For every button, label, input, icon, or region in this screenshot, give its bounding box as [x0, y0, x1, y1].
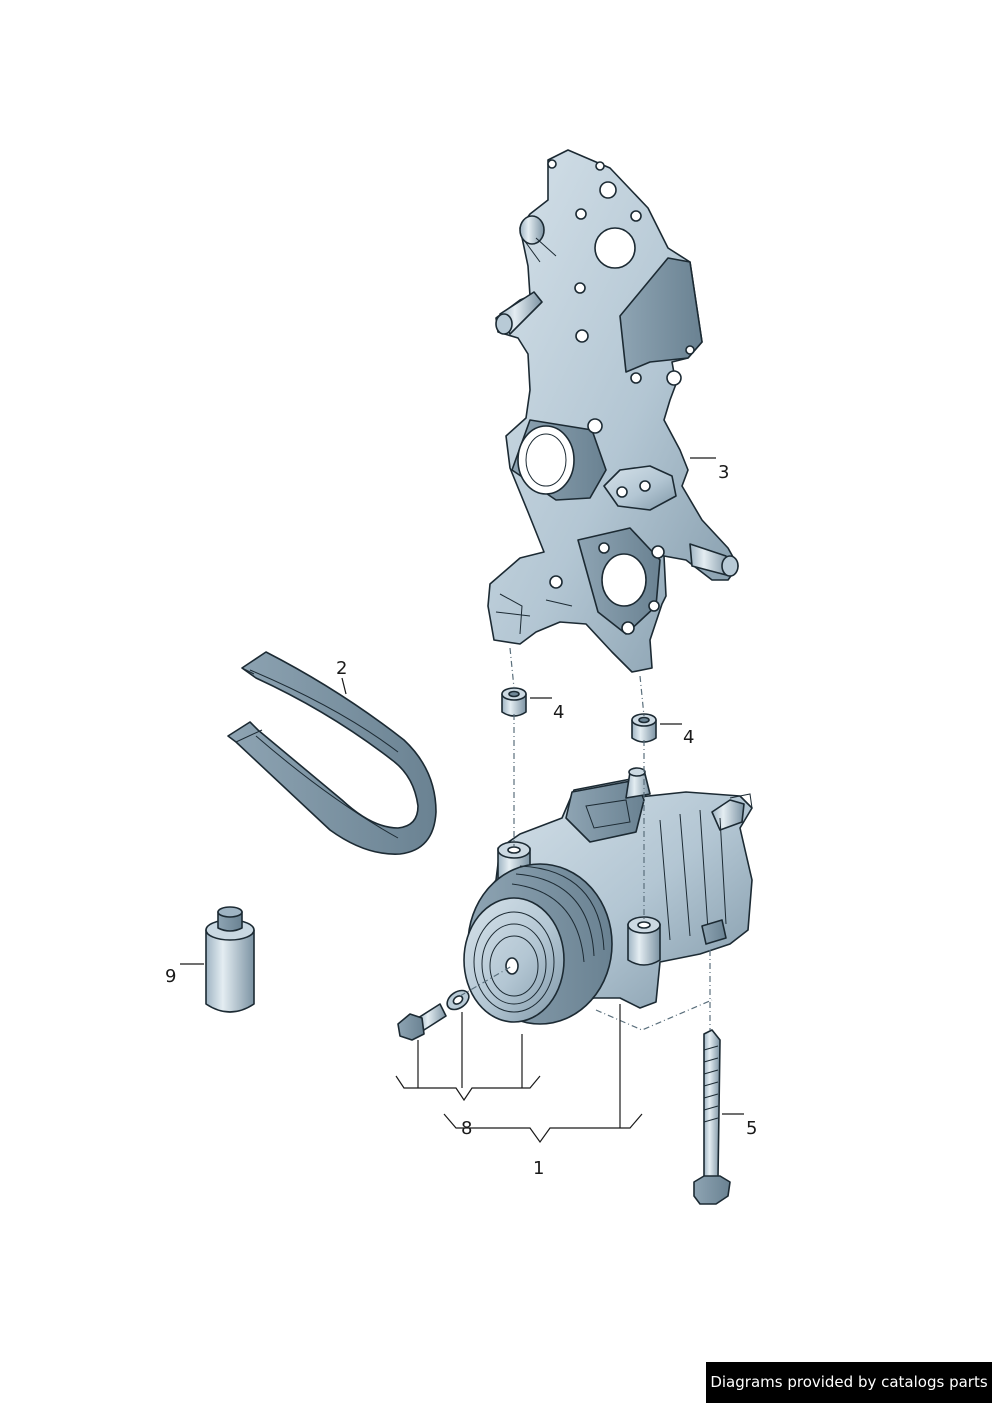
callout-3: 3 [718, 462, 729, 483]
washer [446, 989, 470, 1011]
callout-9: 9 [165, 966, 176, 987]
callout-8: 8 [461, 1118, 472, 1139]
bracket [487, 149, 739, 673]
v-belt [227, 651, 437, 855]
callouts: 3 2 4 4 5 9 8 1 [165, 462, 757, 1179]
ac-compressor [463, 767, 753, 1025]
pulley-bolt [397, 1003, 447, 1041]
callout-5: 5 [746, 1118, 757, 1139]
assembly-lines [459, 647, 713, 1031]
mounting-bolt [693, 1029, 731, 1205]
bushing-right [631, 713, 657, 743]
leader-lines [180, 457, 744, 1144]
callout-4-right: 4 [683, 727, 694, 748]
callout-4-left: 4 [553, 702, 564, 723]
bushing-left [501, 687, 527, 717]
callout-2: 2 [336, 658, 347, 679]
oil-canister [205, 906, 255, 1013]
credit-banner: Diagrams provided by catalogs parts [706, 1362, 992, 1403]
callout-1: 1 [533, 1158, 544, 1179]
